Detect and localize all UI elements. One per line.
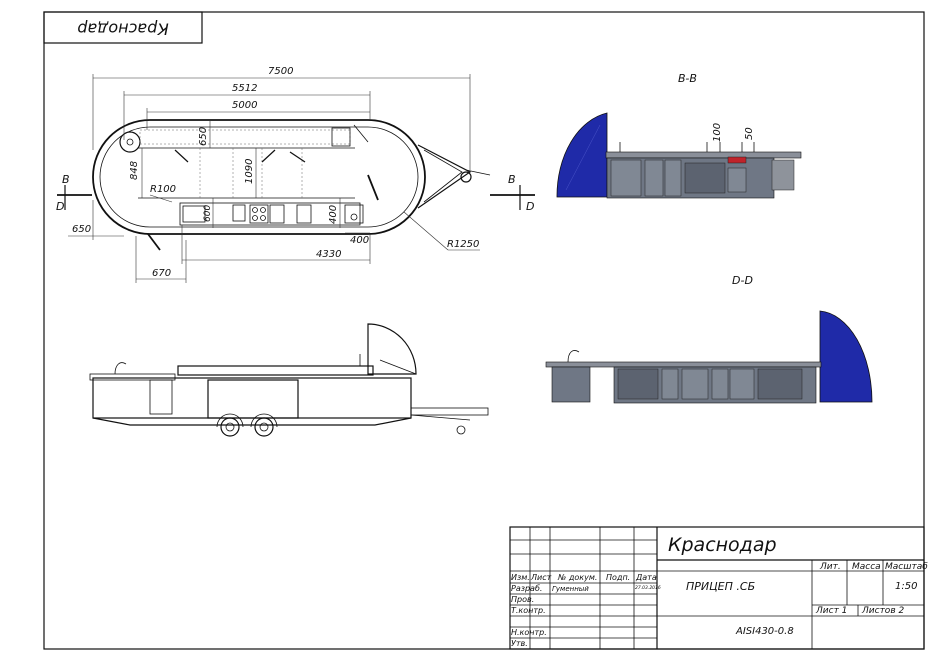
dim-650-horizontal: 650	[72, 224, 91, 235]
scale-value: 1:50	[895, 581, 917, 592]
row-prov: Пров.	[511, 595, 534, 604]
title-material: AISI430-0.8	[735, 626, 794, 637]
section-bb-dim-100: 100	[712, 123, 723, 142]
section-mark-d-right: D	[526, 200, 534, 213]
row-tkontr: Т.контр.	[511, 606, 546, 615]
sheet-frame	[43, 11, 925, 650]
section-dd: D-D	[545, 274, 873, 404]
section-mark-b-right: B	[508, 173, 516, 186]
row-izm: Изм.	[511, 573, 530, 582]
sheet-number: Лист 1	[815, 606, 847, 616]
section-bb-title: B-B	[678, 72, 697, 85]
row-utv: Утв.	[511, 639, 528, 648]
dim-5000: 5000	[232, 100, 257, 111]
col-mass: Масса	[852, 562, 881, 572]
dim-7500: 7500	[268, 66, 293, 77]
dim-400-vertical: 400	[328, 205, 339, 224]
section-bb: B-B 100 50	[556, 72, 802, 199]
section-bb-dim-50: 50	[744, 127, 755, 140]
radius-r100: R100	[150, 184, 176, 195]
col-lit: Лит.	[819, 562, 841, 572]
row-razrab-date: 27.03.2016	[635, 585, 661, 591]
side-view	[89, 323, 489, 437]
dim-600: 600	[203, 205, 213, 222]
dim-670: 670	[152, 268, 171, 279]
section-bb-hood	[556, 112, 608, 198]
dim-848: 848	[129, 161, 140, 180]
dim-4330: 4330	[316, 249, 341, 260]
top-stamp: Краснодар	[43, 11, 203, 44]
plan-view: B D B D 7500 5512 5000 848 650 1090 600 …	[56, 66, 535, 283]
title-block: Краснодар ПРИЦЕП .СБ AISI430-0.8 Лит. Ма…	[509, 526, 928, 650]
section-mark-d-left: D	[56, 200, 64, 213]
row-razrab: Разраб.	[511, 584, 542, 593]
title-designation: ПРИЦЕП .СБ	[686, 580, 755, 593]
row-sign: Подп.	[606, 573, 630, 582]
dim-650-vertical: 650	[198, 127, 209, 146]
col-scale: Масштаб	[885, 562, 928, 572]
section-mark-b-left: B	[62, 173, 70, 186]
row-nkontr: Н.контр.	[511, 628, 547, 637]
sheets-total: Листов 2	[861, 606, 904, 616]
dim-5512: 5512	[232, 83, 257, 94]
dim-400-horizontal: 400	[350, 235, 369, 246]
dim-1090: 1090	[244, 159, 255, 184]
section-dd-hood	[819, 310, 873, 403]
section-dd-title: D-D	[732, 274, 753, 287]
row-doc: № докум.	[557, 573, 597, 582]
radius-r1250: R1250	[447, 239, 479, 250]
row-razrab-name: Гуменный	[552, 585, 589, 593]
top-stamp-text: Краснодар	[77, 20, 168, 39]
row-list: Лист	[530, 573, 552, 582]
row-date: Дата	[635, 573, 657, 582]
title-city: Краснодар	[668, 534, 777, 556]
